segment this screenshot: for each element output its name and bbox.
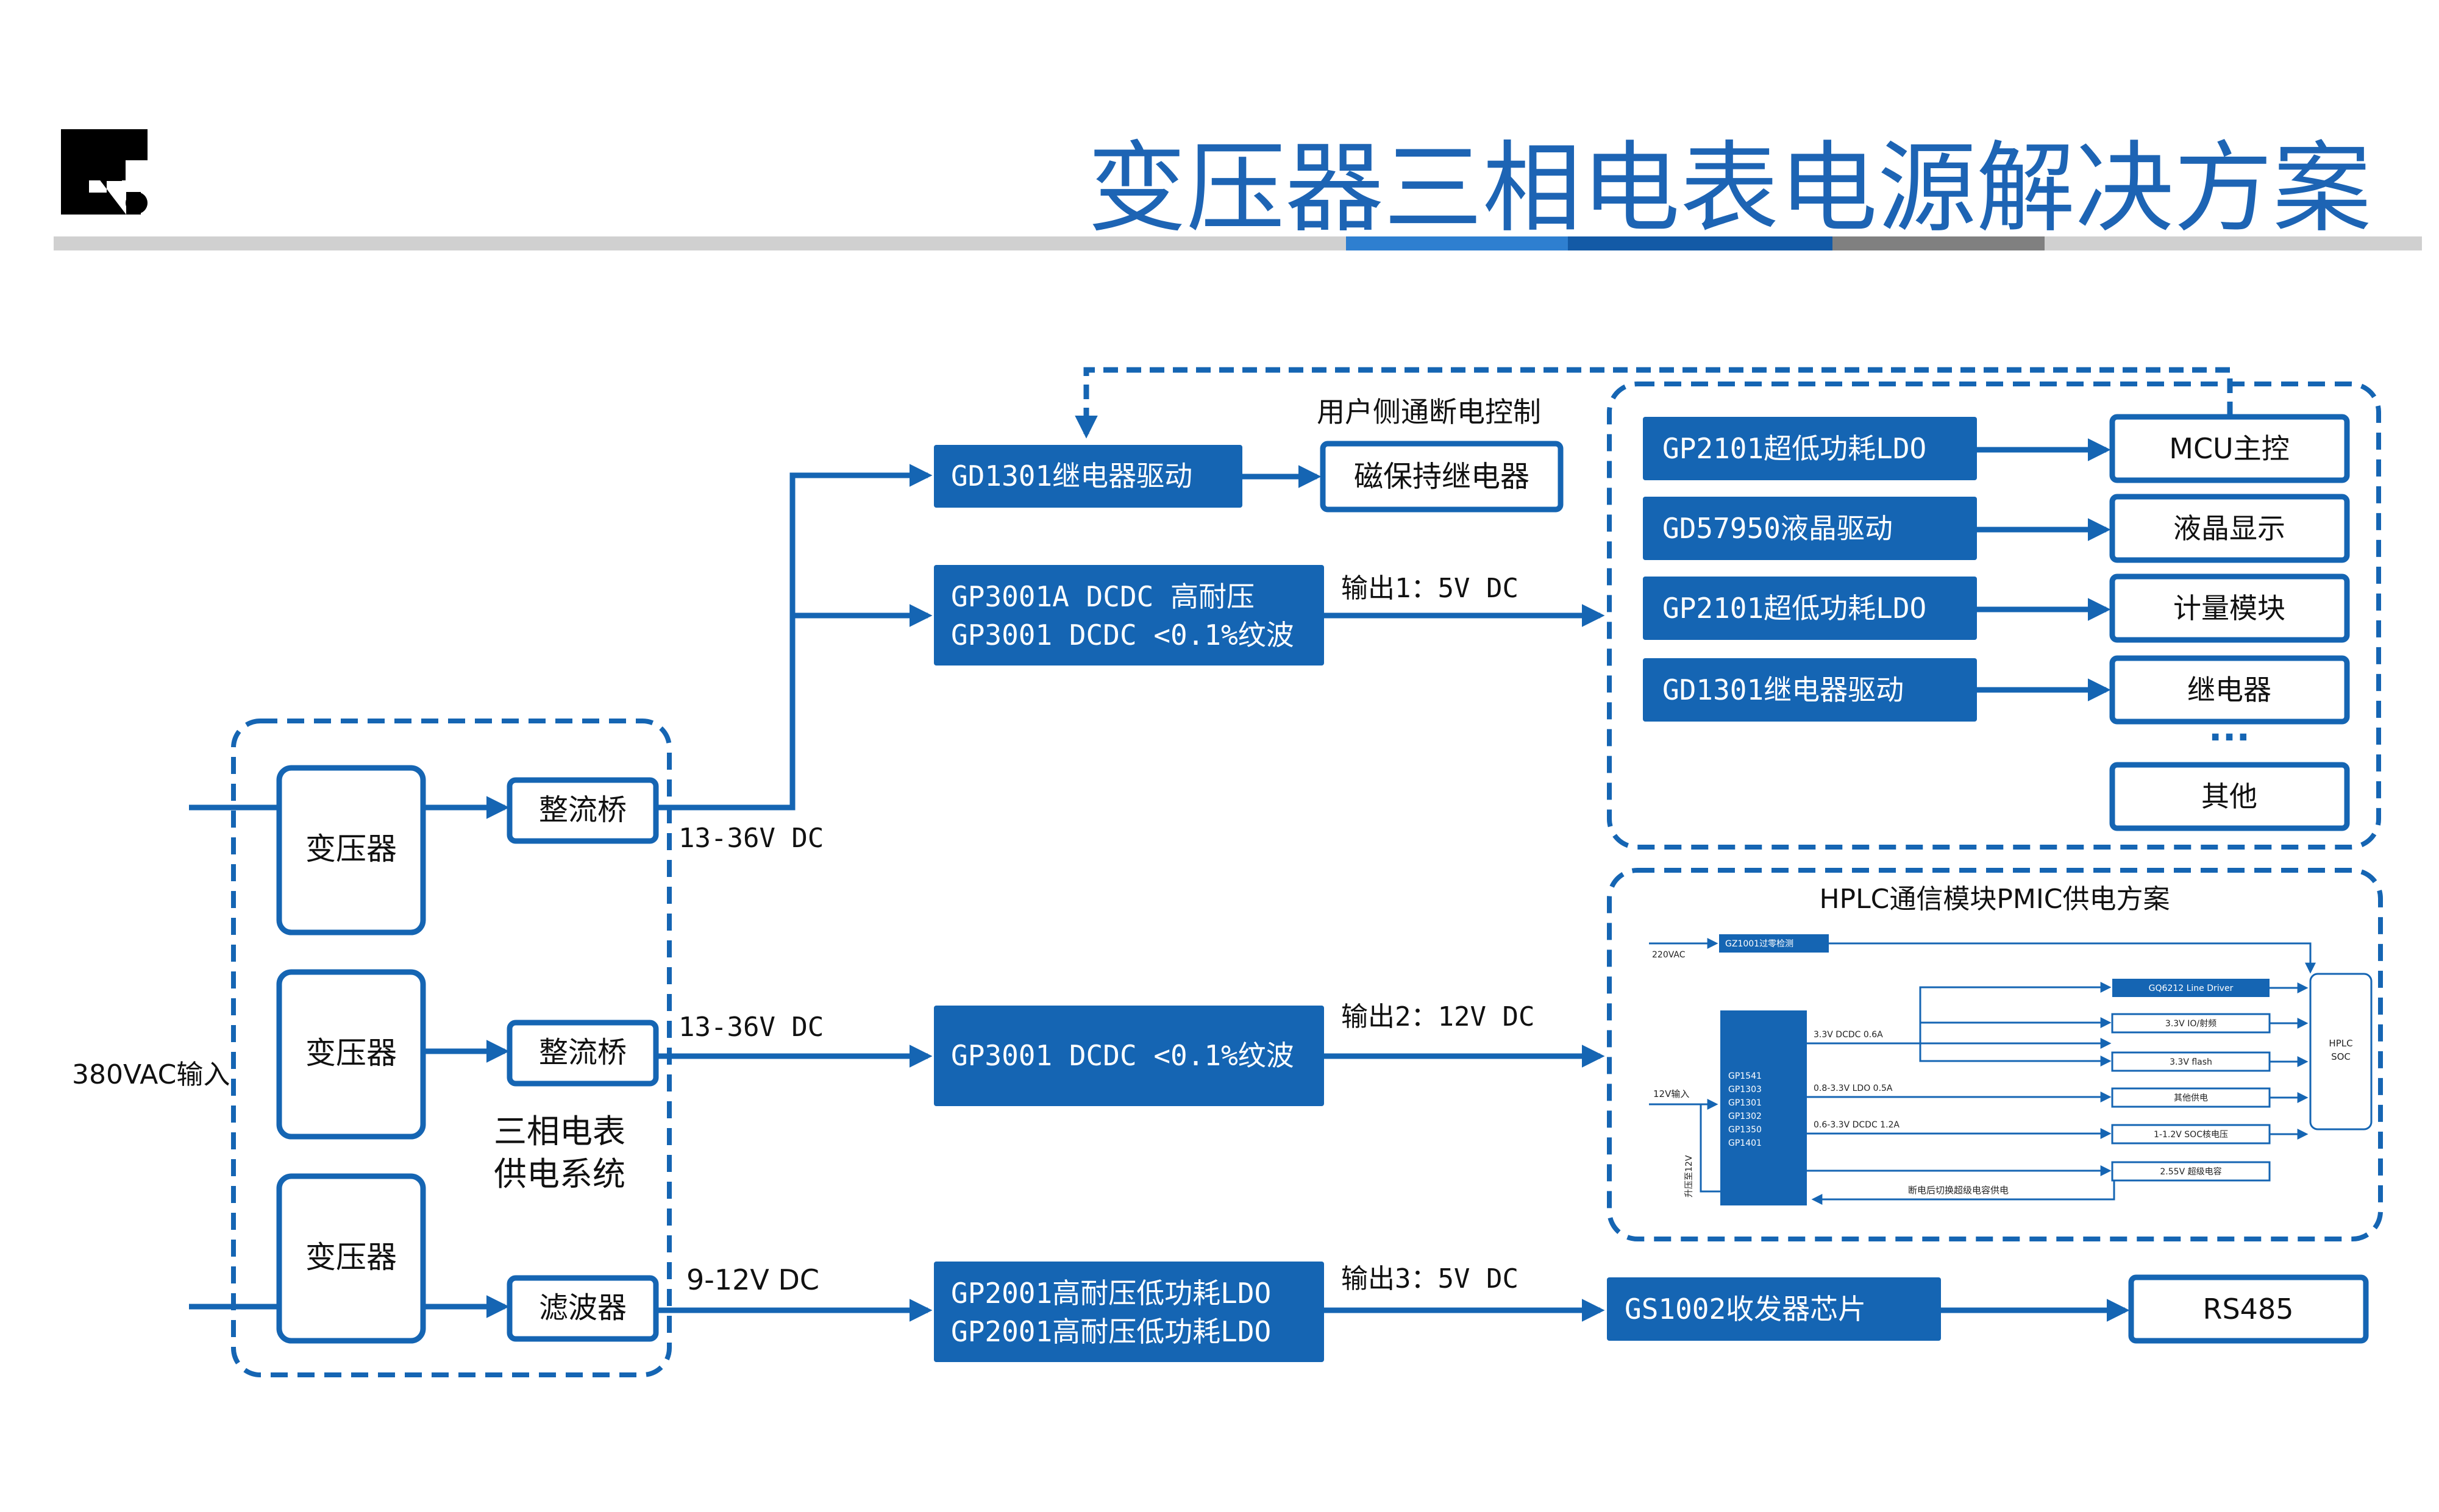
relay-driver-label: GD1301继电器驱动 xyxy=(951,460,1192,492)
ldo-label-1: GP2001高耐压低功耗LDO xyxy=(951,1277,1271,1310)
transceiver-chip xyxy=(1607,1277,1941,1341)
transformer-box xyxy=(276,765,426,935)
page-title: 变压器三相电表电源解决方案 xyxy=(1088,132,2371,246)
filter-label: 滤波器 xyxy=(539,1291,627,1325)
soc-label: HPLC xyxy=(2329,1038,2352,1049)
relay-box-label: 磁保持继电器 xyxy=(1354,460,1529,494)
dcdc-hv-chip xyxy=(934,565,1324,665)
transformer-label: 变压器 xyxy=(305,1035,397,1071)
power-system-group xyxy=(231,719,672,1377)
meter-chip xyxy=(1643,497,1977,560)
load-label: 1-1.2V SOC核电压 xyxy=(2154,1130,2228,1140)
transceiver-label: GS1002收发器芯片 xyxy=(1625,1293,1866,1326)
dcdc-12v-chip xyxy=(934,1006,1324,1106)
load-label: 3.3V IO/射频 xyxy=(2165,1019,2216,1029)
load-label: 3.3V flash xyxy=(2170,1057,2212,1067)
rectifier-label: 整流桥 xyxy=(539,793,627,827)
rectifier-box xyxy=(507,1020,659,1087)
lcd-label: 液晶显示 xyxy=(2173,512,2285,545)
hplc-group xyxy=(1607,868,2383,1241)
transformer-label: 变压器 xyxy=(305,1240,397,1275)
meter-chip xyxy=(1643,417,1977,480)
metering-box xyxy=(2109,573,2350,643)
meter-chip xyxy=(1643,577,1977,640)
transformer-box xyxy=(276,1173,426,1344)
rectifier-box xyxy=(507,777,659,844)
load-label: 2.55V 超级电容 xyxy=(2160,1166,2221,1177)
pmic-part: GP1401 xyxy=(1728,1138,1762,1148)
meter-group xyxy=(1607,382,2381,850)
pmic-part: GP1541 xyxy=(1728,1071,1762,1081)
hplc-schematic: 220VAC GZ1001过零检测 12V输入 升压至12V GP1541 GP… xyxy=(1649,934,2373,1205)
mcu-box xyxy=(2109,414,2350,483)
rail-label: 0.6-3.3V DCDC 1.2A xyxy=(1814,1120,1900,1130)
output-label-3: 输出3：5V DC xyxy=(1341,1263,1519,1294)
meter-chip xyxy=(1643,658,1977,722)
rs485-label: RS485 xyxy=(2203,1293,2294,1326)
header-divider xyxy=(54,236,2422,250)
load-box xyxy=(2111,1161,2271,1182)
output-label-1: 输出1：5V DC xyxy=(1341,573,1519,604)
power-system-label-2: 供电系统 xyxy=(494,1155,625,1193)
backup-label: 断电后切换超级电容供电 xyxy=(1908,1185,2009,1196)
load-box xyxy=(2111,1087,2271,1108)
dcdc-hv-label-1: GP3001A DCDC 高耐压 xyxy=(951,580,1255,613)
dc-output-label: 13-36V DC xyxy=(678,1012,824,1043)
input-label: 380VAC输入 xyxy=(72,1059,230,1090)
pmic-part: GP1301 xyxy=(1728,1098,1762,1108)
rectifier-label: 整流桥 xyxy=(539,1035,627,1070)
load-label: GQ6212 Line Driver xyxy=(2149,984,2234,993)
dcdc-hv-label-2: GP3001 DCDC <0.1%纹波 xyxy=(951,619,1294,651)
power-system-label: 三相电表 xyxy=(494,1112,625,1151)
relay-driver-chip xyxy=(934,445,1242,508)
transformer-box xyxy=(276,969,426,1140)
relay-target-label: 继电器 xyxy=(2187,673,2271,706)
feedback-line xyxy=(1075,367,2233,439)
connector-line xyxy=(656,464,933,811)
pmic-part: GP1303 xyxy=(1728,1085,1762,1095)
other-label: 其他 xyxy=(2201,780,2257,813)
zero-detect-label: GZ1001过零检测 xyxy=(1725,939,1793,949)
meter-chip-label: GP2101超低功耗LDO xyxy=(1662,592,1926,625)
pmic-part: GP1302 xyxy=(1728,1112,1762,1121)
mcu-label: MCU主控 xyxy=(2169,432,2289,465)
transformer-label: 变压器 xyxy=(305,831,397,867)
dc-output-label: 13-36V DC xyxy=(678,823,824,854)
pmic-part: GP1350 xyxy=(1728,1125,1762,1135)
hplc-title: HPLC通信模块PMIC供电方案 xyxy=(1819,884,2170,915)
ldo-label-2: GP2001高耐压低功耗LDO xyxy=(951,1315,1271,1348)
ac-label: 220VAC xyxy=(1652,950,1686,960)
lcd-box xyxy=(2109,494,2350,563)
dc-output-label: 9-12V DC xyxy=(686,1263,819,1296)
meter-chip-label: GD57950液晶驱动 xyxy=(1662,512,1893,545)
other-box xyxy=(2109,762,2350,831)
meter-chip-label: GD1301继电器驱动 xyxy=(1662,673,1904,706)
relay-caption: 用户侧通断电控制 xyxy=(1317,396,1541,428)
relay-target-box xyxy=(2109,655,2350,725)
load-box xyxy=(2111,1013,2271,1034)
line-driver-box xyxy=(2112,979,2270,997)
dcdc-12v-label: GP3001 DCDC <0.1%纹波 xyxy=(951,1039,1294,1072)
rail-label: 0.8-3.3V LDO 0.5A xyxy=(1814,1084,1893,1093)
soc-label-2: SOC xyxy=(2331,1051,2351,1062)
rail-label: 3.3V DCDC 0.6A xyxy=(1814,1030,1883,1040)
relay-box xyxy=(1320,441,1564,513)
load-label: 其他供电 xyxy=(2174,1093,2208,1103)
meter-chip-label: GP2101超低功耗LDO xyxy=(1662,432,1926,465)
brand-logo xyxy=(61,129,148,215)
rs485-box xyxy=(2128,1274,2369,1344)
input-12v-label: 12V输入 xyxy=(1653,1088,1689,1099)
hplc-soc-box xyxy=(2309,973,2373,1130)
pmic-box xyxy=(1720,1010,1807,1205)
ellipsis: ··· xyxy=(2209,716,2250,759)
output-label-2: 输出2：12V DC xyxy=(1341,1001,1534,1032)
metering-label: 计量模块 xyxy=(2173,592,2285,625)
boost-label: 升压至12V xyxy=(1684,1155,1694,1198)
ldo-chip xyxy=(934,1262,1324,1362)
zero-detect-box xyxy=(1719,934,1829,953)
